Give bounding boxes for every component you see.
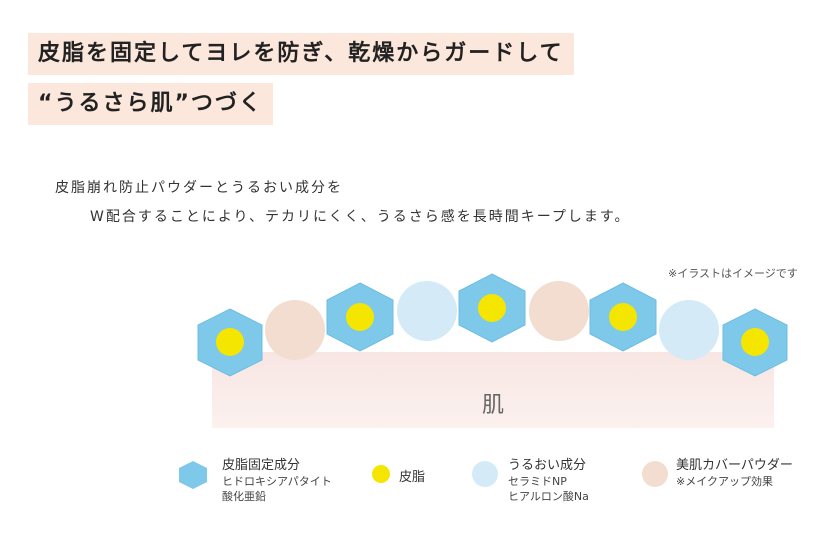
particle-hexagon-2: [326, 282, 394, 352]
particle-hexagon-3: [458, 273, 526, 343]
legend-sub-cover-powder: ※メイクアップ効果: [676, 475, 773, 488]
sebum-dot: [741, 328, 769, 356]
legend-label-sebum-fixing: 皮脂固定成分: [222, 458, 301, 473]
yellow-dot-icon: [372, 465, 390, 483]
sebum-dot: [216, 328, 244, 356]
legend-sub-moisture-1: セラミドNP: [508, 475, 567, 488]
sebum-dot: [609, 303, 637, 331]
legend-sub-sebum-fixing-1: ヒドロキシアパタイト: [222, 475, 332, 488]
skin-layer: 肌: [212, 352, 774, 428]
headline-line-2: “うるさら肌”つづく: [28, 83, 273, 125]
legend-sub-sebum-fixing-2: 酸化亜鉛: [222, 490, 266, 503]
legend-label-moisture: うるおい成分: [508, 458, 587, 473]
headline-line-1: 皮脂を固定してヨレを防ぎ、乾燥からガードして: [28, 33, 574, 75]
particle-hexagon-5: [722, 308, 788, 377]
body-text-line-1: 皮脂崩れ防止パウダーとうるおい成分を: [55, 180, 343, 196]
illustration-note: ※イラストはイメージです: [668, 267, 798, 280]
particle-hexagon-1: [197, 308, 263, 377]
beige-circle-icon: [642, 461, 668, 487]
particle-moisture-1: [397, 281, 457, 341]
light-blue-circle-icon: [472, 461, 498, 487]
sebum-dot: [478, 294, 506, 322]
legend-label-cover-powder: 美肌カバーパウダー: [676, 458, 793, 473]
skin-label: 肌: [481, 393, 504, 418]
blue-hexagon-icon: [179, 461, 207, 489]
legend-label-sebum: 皮脂: [399, 470, 426, 485]
particle-hexagon-4: [589, 282, 657, 352]
legend-sub-moisture-2: ヒアルロン酸Na: [508, 490, 589, 503]
sebum-dot: [346, 303, 374, 331]
particle-moisture-2: [659, 300, 719, 360]
body-text-line-2: W配合することにより、テカリにくく、うるさら感を長時間キープします。: [90, 209, 631, 225]
particle-powder-2: [529, 281, 589, 341]
particle-powder-1: [265, 300, 325, 360]
